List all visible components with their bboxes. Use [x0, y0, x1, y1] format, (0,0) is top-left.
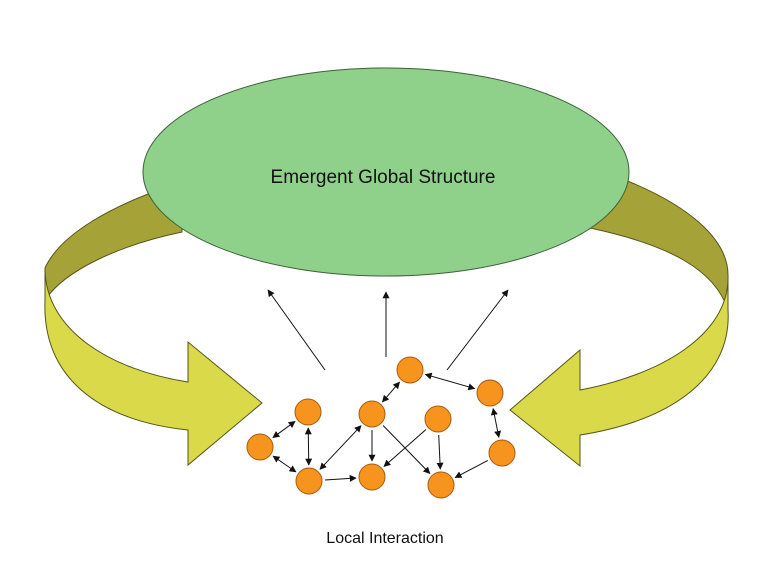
interaction-link [382, 381, 400, 403]
interaction-link [454, 459, 489, 479]
global-structure-ellipse [142, 67, 630, 277]
interaction-link [319, 425, 362, 470]
left-feedback-arrow [44, 181, 263, 467]
interaction-link [436, 434, 444, 470]
agent-node [358, 463, 386, 491]
agent-node [427, 471, 455, 499]
right-feedback-arrow [509, 177, 729, 468]
right-arrow-band-front [509, 274, 729, 468]
interaction-link [383, 429, 427, 467]
interaction-nodes [246, 356, 516, 499]
interaction-link [490, 408, 502, 438]
upward-arrow-left [267, 289, 326, 371]
interaction-link [324, 474, 357, 482]
agent-node [488, 439, 516, 467]
agent-node [396, 356, 424, 384]
interaction-link [382, 425, 431, 475]
agent-node [424, 405, 452, 433]
agent-node [246, 433, 274, 461]
agent-node [358, 400, 386, 428]
upward-arrows [267, 289, 509, 371]
agent-node [295, 467, 323, 495]
agent-node [476, 379, 504, 407]
interaction-link [304, 427, 313, 466]
interaction-link [272, 455, 297, 473]
local-interaction-label: Local Interaction [326, 530, 443, 547]
upward-arrow-right [446, 289, 509, 371]
interaction-link [272, 421, 296, 438]
interaction-links [272, 372, 502, 482]
global-structure-label: Emergent Global Structure [271, 167, 496, 188]
interaction-link [424, 372, 476, 391]
agent-node [294, 398, 322, 426]
left-arrow-band-front [44, 267, 263, 467]
